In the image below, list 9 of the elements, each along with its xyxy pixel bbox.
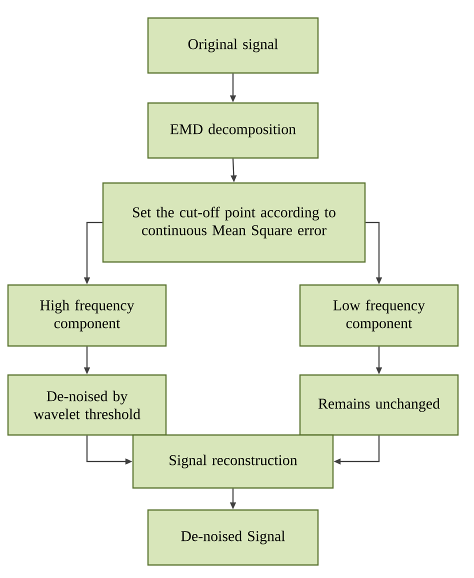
process-box: Signal reconstruction xyxy=(132,434,334,489)
process-box: Low frequency component xyxy=(299,284,459,347)
process-box: High frequency component xyxy=(7,284,167,347)
process-box: Set the cut-off point according to continuous Mean Square error xyxy=(102,182,366,263)
process-box: EMD decomposition xyxy=(147,102,319,159)
process-box: Original signal xyxy=(147,17,319,74)
process-box: Remains unchanged xyxy=(299,374,459,436)
process-box: De-noised Signal xyxy=(147,509,319,566)
process-box: De-noised by wavelet threshold xyxy=(7,374,167,436)
